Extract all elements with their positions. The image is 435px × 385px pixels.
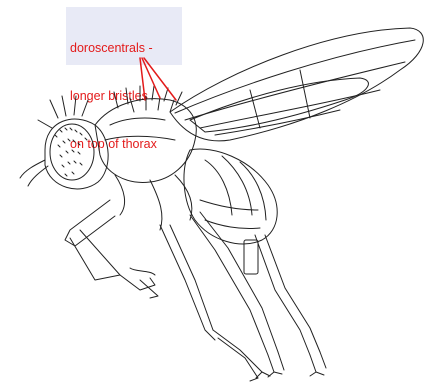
thorax — [95, 86, 196, 182]
head — [20, 96, 108, 189]
legs — [65, 175, 326, 381]
annotation-pointers — [140, 58, 176, 100]
wing — [170, 28, 423, 141]
abdomen — [184, 149, 277, 274]
